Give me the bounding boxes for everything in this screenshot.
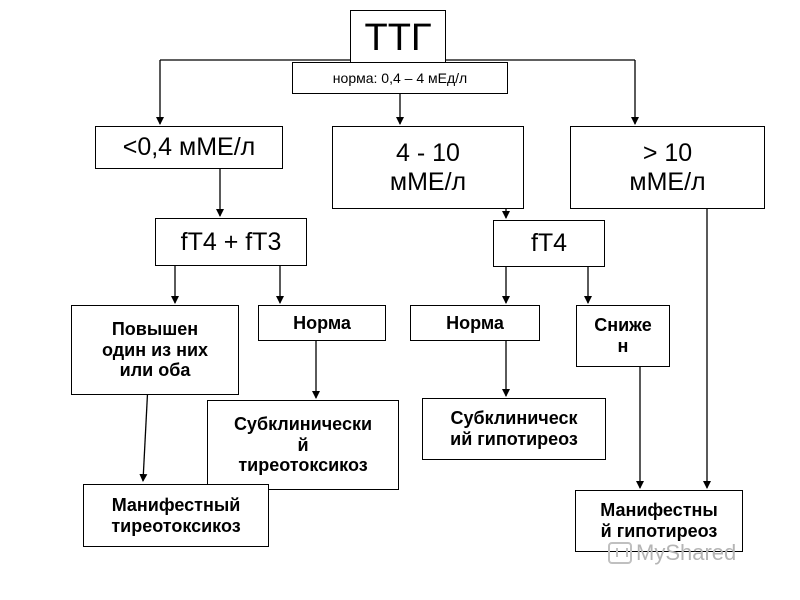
test-ft4-ft3-box: fT4 + fT3 [155,218,307,266]
outcome-manifest-hypothyroidism-box: Манифестны й гипотиреоз [575,490,743,552]
range-mid-label: 4 - 10 мМЕ/л [389,138,467,196]
range-low-box: <0,4 мМЕ/л [95,126,283,169]
watermark-text: MyShared [636,540,737,565]
outcome-manifest-thyrotoxicosis-label: Манифестный тиреотоксикоз [111,494,241,536]
tsh-root-box: ТТГ [350,10,446,68]
result-lowered-label: Сниже н [594,315,652,356]
arrow-to-manifest-thyrotoxicosis [139,383,149,482]
outcome-manifest-thyrotoxicosis-box: Манифестный тиреотоксикоз [83,484,269,547]
result-norm-left-label: Норма [293,312,351,333]
outcome-manifest-hypothyroidism-label: Манифестны й гипотиреоз [600,500,718,541]
result-raised-box: Повышен один из них или оба [71,305,239,395]
outcome-subclinical-thyrotoxicosis-label: Субклинически й тиреотоксикоз [233,413,373,476]
myshared-logo-icon [608,542,632,564]
outcome-subclinical-thyrotoxicosis-box: Субклинически й тиреотоксикоз [207,400,399,490]
test-ft4-ft3-label: fT4 + fT3 [180,227,282,256]
result-lowered-box: Сниже н [576,305,670,367]
result-raised-label: Повышен один из них или оба [101,318,209,381]
range-high-box: > 10 мМЕ/л [570,126,765,209]
range-high-label: > 10 мМЕ/л [629,138,706,196]
test-ft4-box: fT4 [493,220,605,267]
outcome-subclinical-hypothyroidism-label: Субклиническ ий гипотиреоз [450,408,578,449]
tsh-title: ТТГ [364,17,432,60]
result-norm-right-box: Норма [410,305,540,341]
norm-range-box: норма: 0,4 – 4 мЕд/л [292,62,508,94]
range-mid-box: 4 - 10 мМЕ/л [332,126,524,209]
test-ft4-label: fT4 [530,229,568,258]
norm-range-label: норма: 0,4 – 4 мЕд/л [332,69,468,86]
range-low-label: <0,4 мМЕ/л [122,133,256,162]
result-norm-left-box: Норма [258,305,386,341]
result-norm-right-label: Норма [446,312,504,333]
watermark: MyShared [608,540,736,566]
outcome-subclinical-hypothyroidism-box: Субклиническ ий гипотиреоз [422,398,606,460]
